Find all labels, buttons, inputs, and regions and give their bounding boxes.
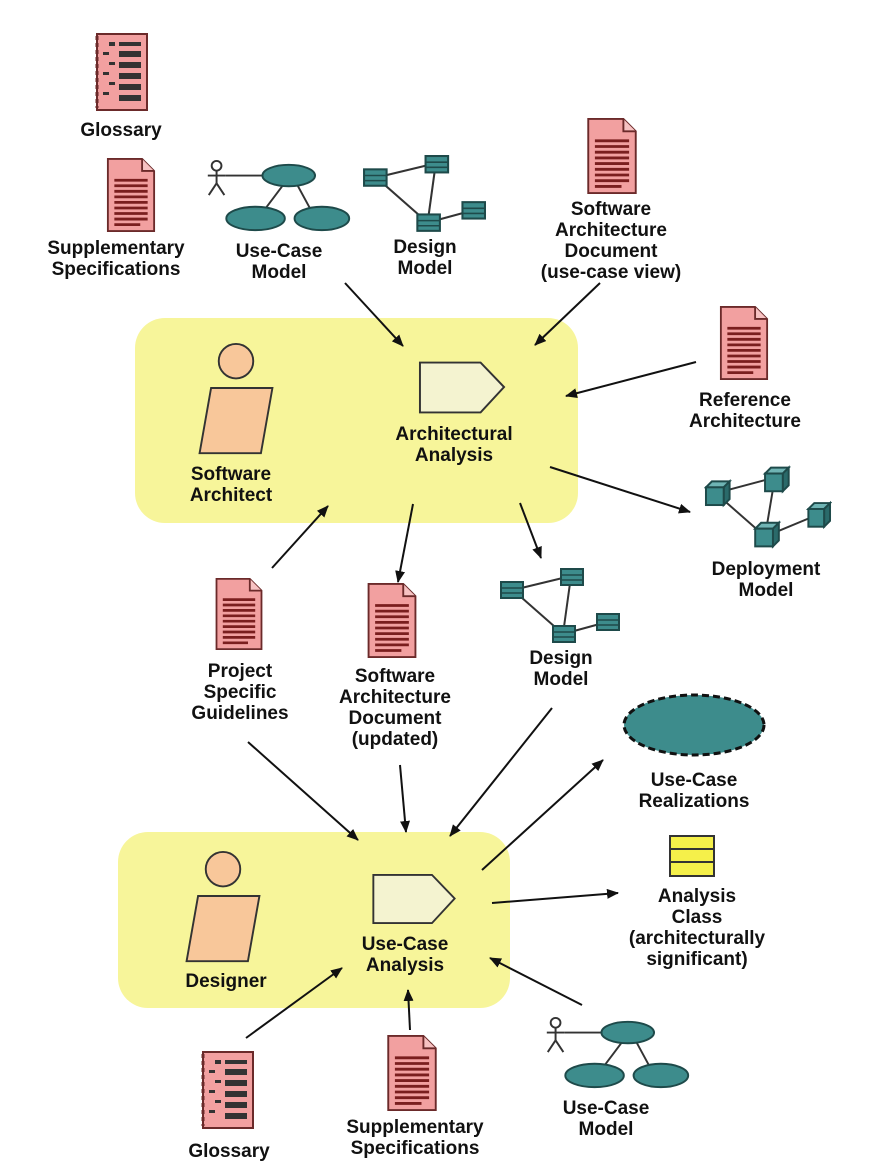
label-line: (architecturally — [629, 928, 766, 949]
label-line: Specifications — [351, 1138, 480, 1159]
document-icon — [106, 158, 156, 232]
arrow-guidelines-to-uc — [247, 741, 359, 841]
label-line: Model — [534, 669, 589, 690]
arrow-supplementary-to-uc — [403, 989, 414, 1031]
label-glossary-bottom: Glossary — [188, 1141, 270, 1162]
label-line: Analysis — [366, 955, 444, 976]
arrow-sad-updated-to-uc — [399, 764, 410, 833]
arrow-uc-to-realizations — [481, 759, 604, 871]
label-line: Class — [672, 907, 723, 928]
label-line: Software — [571, 199, 651, 220]
label-line: Model — [579, 1119, 634, 1140]
activity-box-usecase-analysis — [118, 832, 510, 1008]
label-line: Model — [739, 580, 794, 601]
label-line: Use-Case — [651, 770, 738, 791]
document-icon — [214, 578, 264, 650]
label-line: Deployment — [712, 559, 821, 580]
label-line: Architecture — [689, 411, 801, 432]
label-line: Architect — [190, 485, 273, 506]
label-line: Architectural — [395, 424, 512, 445]
label-line: Glossary — [80, 120, 162, 141]
label-line: Supplementary — [47, 238, 185, 259]
label-line: Glossary — [188, 1141, 270, 1162]
label-line: Architecture — [339, 687, 451, 708]
label-line: Analysis — [658, 886, 736, 907]
label-line: Realizations — [639, 791, 750, 812]
arrow-guidelines-to-arch — [271, 505, 329, 569]
arrow-design-mid-to-uc — [449, 707, 553, 837]
label-line: Document — [349, 708, 443, 729]
label-line: Document — [565, 241, 659, 262]
flow-arrows — [245, 282, 697, 1039]
label-line: Reference — [699, 390, 791, 411]
label-line: (updated) — [352, 729, 439, 750]
deployment-model-icon — [704, 466, 832, 548]
document-icon — [386, 1035, 438, 1111]
arrow-ucmodel-to-arch — [344, 282, 404, 347]
label-line: Architecture — [555, 220, 667, 241]
label-line: Use-Case — [362, 934, 449, 955]
label-line: Software — [355, 666, 435, 687]
document-icon — [586, 118, 638, 194]
arrow-uc-to-analysis-class — [491, 888, 619, 904]
label-line: Project — [208, 661, 273, 682]
glossary-icon — [95, 32, 149, 112]
label-line: Design — [393, 237, 456, 258]
label-line: Use-Case — [563, 1098, 650, 1119]
label-line: Model — [252, 262, 307, 283]
label-glossary-top: Glossary — [80, 120, 162, 141]
document-icon — [719, 306, 769, 380]
arrow-glossary-to-uc — [245, 967, 343, 1039]
label-line: Model — [398, 258, 453, 279]
label-designer: Designer — [185, 971, 267, 992]
usecase-model-icon — [545, 1016, 690, 1089]
arrow-refarch-to-arch — [565, 361, 697, 399]
label-line: (use-case view) — [541, 262, 681, 283]
label-line: significant) — [646, 949, 747, 970]
glossary-icon — [201, 1050, 255, 1130]
label-line: Supplementary — [346, 1117, 484, 1138]
label-line: Specifications — [52, 259, 181, 280]
label-line: Analysis — [415, 445, 493, 466]
label-line: Guidelines — [191, 703, 288, 724]
document-icon — [366, 583, 418, 658]
analysis-class-icon — [669, 835, 715, 877]
design-model-icon — [363, 155, 486, 232]
arrow-arch-to-sad-updated — [395, 503, 414, 583]
arrow-sad-to-arch — [534, 282, 601, 346]
label-line: Design — [529, 648, 592, 669]
label-line: Designer — [185, 971, 267, 992]
label-line: Software — [191, 464, 271, 485]
label-line: Use-Case — [236, 241, 323, 262]
design-model-icon — [499, 568, 620, 644]
usecase-realization-icon — [622, 693, 766, 757]
label-line: Specific — [204, 682, 277, 703]
usecase-model-icon — [206, 159, 351, 232]
arrow-arch-to-deploy — [549, 466, 691, 514]
arrow-ucmodel-to-uc — [489, 957, 583, 1006]
arrow-arch-to-design-mid — [519, 502, 542, 559]
